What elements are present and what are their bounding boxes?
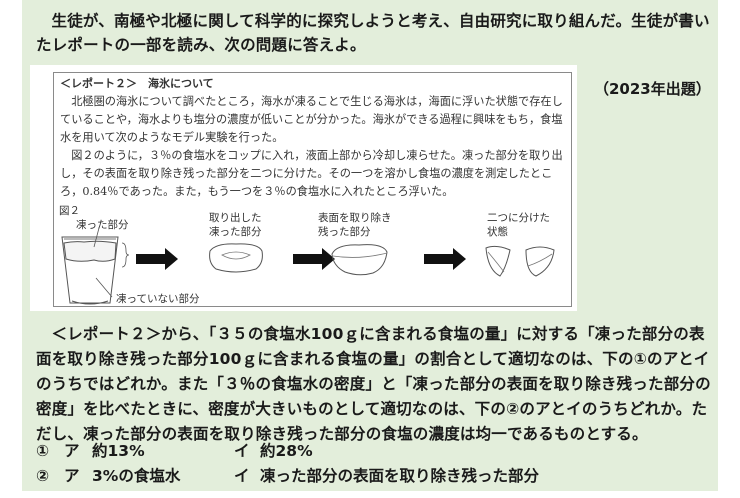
choice-number: ① xyxy=(36,442,50,460)
report-title: ＜レポート２＞ 海氷について xyxy=(60,77,214,90)
report-body: 北極圏の海氷について調べたところ，海水が凍ることで生じる海氷は，海面に浮いた状態… xyxy=(60,93,568,201)
intro-paragraph: 生徒が、南極や北極に関して科学的に探究しようと考え、自由研究に取り組んだ。生徒が… xyxy=(36,12,710,54)
step3-label: 表面を取り除き 残った部分 xyxy=(318,212,392,238)
report-paragraph-1: 北極圏の海氷について調べたところ，海水が凍ることで生じる海氷は，海面に浮いた状態… xyxy=(60,95,563,144)
option-a-text: 3%の食塩水 xyxy=(92,467,181,485)
intro-text: 生徒が、南極や北極に関して科学的に探究しようと考え、自由研究に取り組んだ。生徒が… xyxy=(36,9,716,57)
split-ice-illustration xyxy=(485,245,555,277)
report-paragraph-2: 図２のように，３％の食塩水をコップに入れ，液面上部から冷却し凍らせた。凍った部分… xyxy=(60,149,563,198)
option-a-label: ア xyxy=(64,442,80,460)
choice-number: ② xyxy=(36,467,50,485)
trimmed-ice-illustration xyxy=(331,244,388,276)
step4-label: 二つに分けた 状態 xyxy=(487,212,550,238)
question-paragraph: ＜レポート２＞から、「３５の食塩水100ｇに含まれる食塩の量」に対する「凍った部… xyxy=(36,325,711,443)
step2-label: 取り出した 凍った部分 xyxy=(209,212,262,238)
question-text: ＜レポート２＞から、「３５の食塩水100ｇに含まれる食塩の量」に対する「凍った部… xyxy=(36,322,716,447)
arrow-right-icon xyxy=(424,248,466,270)
report-image: ＜レポート２＞ 海氷について 北極圏の海氷について調べたところ，海水が凍ることで… xyxy=(30,65,577,311)
option-b-text: 凍った部分の表面を取り除き残った部分 xyxy=(260,467,540,485)
cup-illustration xyxy=(61,227,130,305)
extracted-ice-illustration xyxy=(209,243,263,273)
option-b-label: イ xyxy=(234,442,250,460)
arrow-right-icon xyxy=(136,248,178,270)
arrow-right-icon xyxy=(293,248,335,270)
figure-label: 図２ xyxy=(59,205,80,217)
exam-year-label: （2023年出題） xyxy=(594,80,711,98)
unfrozen-part-label: 凍っていない部分 xyxy=(116,293,200,305)
option-a-text: 約13% xyxy=(92,442,145,460)
option-b-text: 約28% xyxy=(260,442,313,460)
option-a-label: ア xyxy=(64,467,80,485)
frozen-part-label: 凍った部分 xyxy=(76,219,129,231)
report-box: ＜レポート２＞ 海氷について 北極圏の海氷について調べたところ，海水が凍ることで… xyxy=(53,72,572,307)
option-b-label: イ xyxy=(234,467,250,485)
